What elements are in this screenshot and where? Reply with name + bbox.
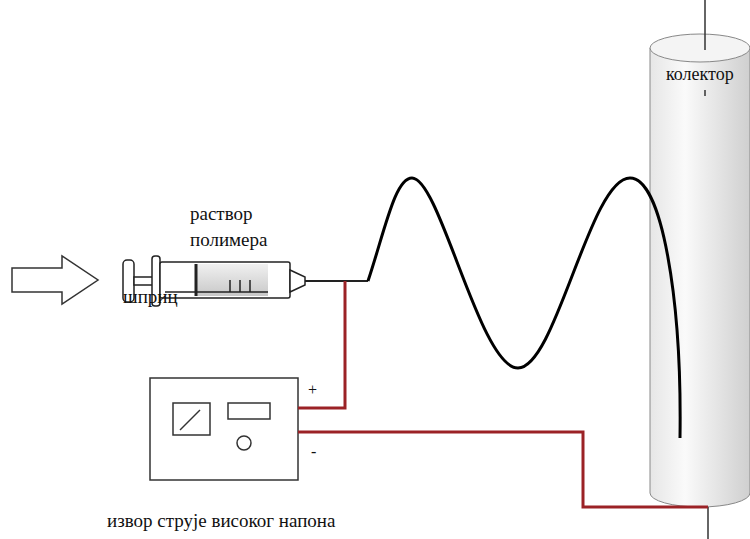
collector-label: колектор [666, 62, 734, 86]
positive-wire [298, 281, 345, 408]
supply-label: извор струје високог напона [107, 509, 335, 533]
collector-cylinder [650, 0, 750, 539]
polymer-solution [196, 264, 268, 296]
needle [305, 280, 368, 282]
minus-sign: - [311, 440, 316, 464]
high-voltage-supply [150, 378, 298, 480]
push-arrow [12, 256, 98, 304]
solution-label: раствор полимера [190, 201, 290, 253]
syringe-label: шприц [123, 285, 178, 309]
negative-wire [298, 432, 708, 507]
polymer-jet [368, 178, 680, 438]
plus-sign: + [308, 378, 317, 402]
